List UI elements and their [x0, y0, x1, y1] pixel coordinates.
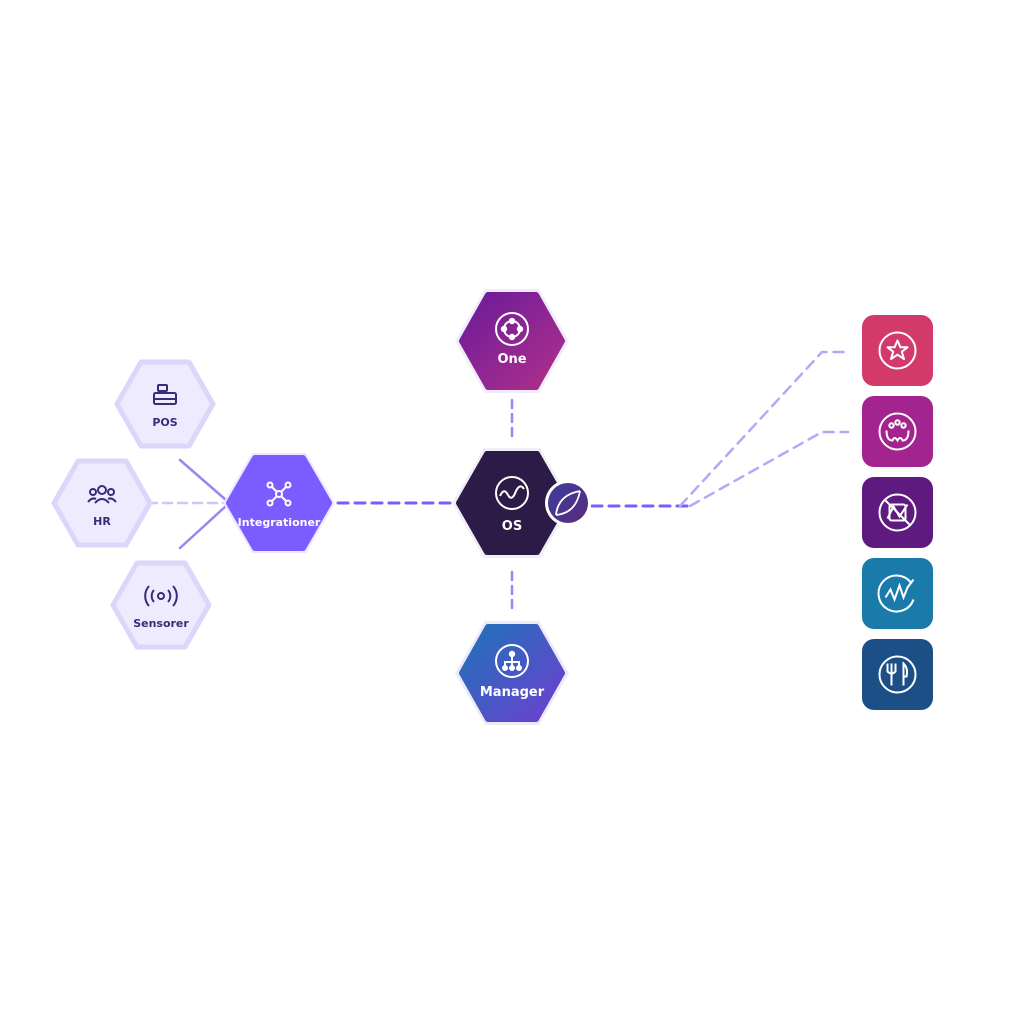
crossed-chart-icon [878, 493, 917, 532]
app-tile[interactable] [862, 639, 933, 710]
hr-node[interactable]: HR [51, 458, 153, 548]
link-app-star [678, 350, 850, 508]
link-sensorer-integrationer [178, 504, 228, 550]
os-node[interactable]: OS [452, 448, 572, 558]
link-app-waffle [688, 430, 850, 508]
waffle-face-icon [878, 412, 917, 451]
integrationer-label: Integrationer [238, 516, 321, 529]
circle-nodes-icon [495, 312, 529, 346]
manager-label: Manager [480, 685, 545, 700]
app-tile[interactable] [862, 396, 933, 467]
cash-register-icon [153, 384, 177, 405]
pos-node[interactable]: POS [114, 359, 216, 449]
hr-label: HR [93, 515, 111, 528]
app-tile[interactable] [862, 477, 933, 548]
star-icon [878, 331, 917, 370]
network-nodes-icon [266, 481, 292, 507]
leaf-badge-icon [555, 490, 581, 516]
wave-circle-icon [495, 476, 529, 510]
hierarchy-icon [495, 644, 529, 678]
app-tile[interactable] [862, 558, 933, 629]
sensorer-node[interactable]: Sensorer [110, 560, 212, 650]
link-pos-integrationer [178, 458, 228, 502]
signal-broadcast-icon [144, 585, 178, 607]
one-node[interactable]: One [455, 289, 569, 393]
manager-node[interactable]: Manager [455, 621, 569, 725]
sensorer-label: Sensorer [133, 617, 189, 630]
pulse-wave-icon [877, 574, 915, 613]
pos-label: POS [152, 416, 177, 429]
one-label: One [497, 352, 526, 367]
app-list [862, 315, 933, 710]
people-group-icon [87, 485, 117, 504]
connector-lines [146, 350, 850, 614]
os-label: OS [502, 519, 522, 534]
leaf-badge[interactable] [545, 480, 591, 526]
fork-knife-icon [878, 655, 917, 694]
app-tile[interactable] [862, 315, 933, 386]
integrationer-node[interactable]: Integrationer [223, 453, 335, 553]
